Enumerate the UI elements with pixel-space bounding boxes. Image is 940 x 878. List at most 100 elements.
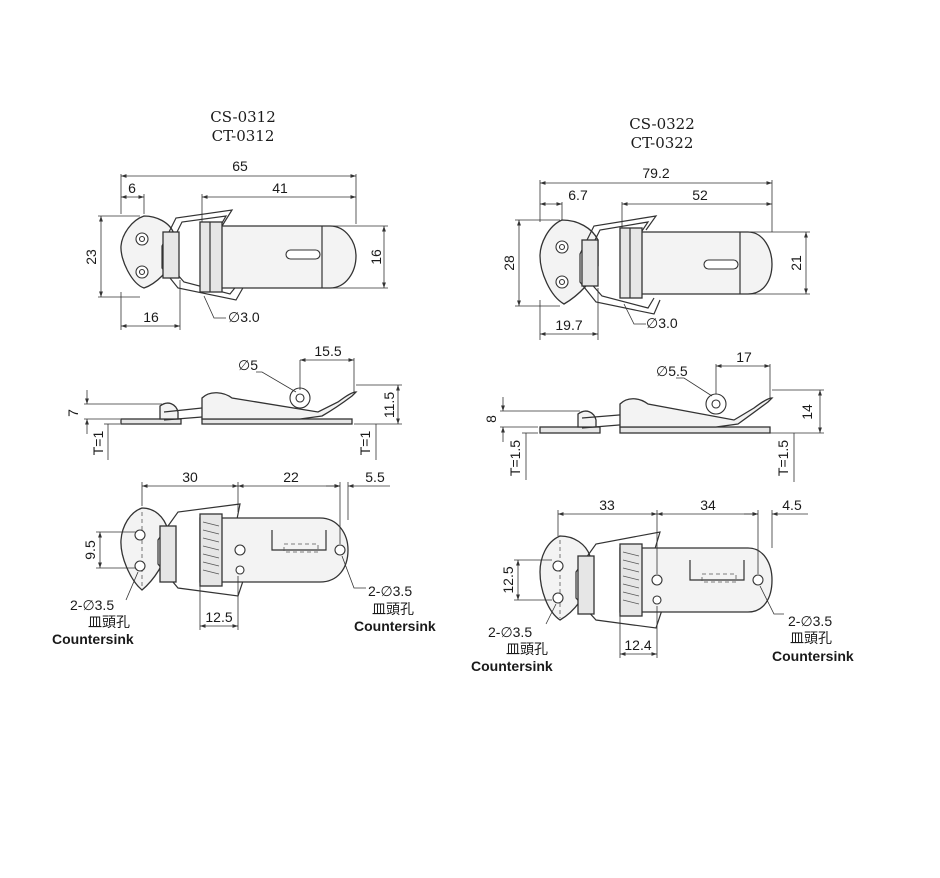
note-left-count: 2-∅3.5 bbox=[70, 597, 114, 613]
wire-loop bbox=[161, 209, 245, 301]
note-left-cn: 皿頭孔 bbox=[88, 614, 130, 630]
staple-hole bbox=[295, 393, 305, 403]
mount-hole-center bbox=[138, 268, 146, 276]
note-right-label: Countersink bbox=[772, 648, 854, 664]
dim-thickness-right: T=1.5 bbox=[775, 440, 791, 476]
dim-plate-offset: 6.7 bbox=[568, 187, 588, 203]
mount-hole bbox=[552, 560, 564, 572]
hasp-side bbox=[619, 397, 774, 428]
dim-plate-offset: 6 bbox=[128, 180, 136, 196]
side-view-left bbox=[120, 387, 358, 425]
dim-hasp-length: 41 bbox=[272, 180, 288, 196]
dim-span-b: 34 bbox=[700, 497, 716, 513]
hinge-knuckle bbox=[199, 221, 223, 293]
hinge-side bbox=[577, 410, 597, 428]
staple-hole bbox=[711, 399, 721, 409]
dim-hasp-width: 16 bbox=[368, 249, 384, 265]
mount-hole-center bbox=[558, 278, 566, 286]
dim-thickness-left: T=1.5 bbox=[507, 440, 523, 476]
top-dims-right: 79.2 6.7 52 28 21 19.7 ∅3.0 bbox=[501, 165, 810, 340]
dim-overall: 79.2 bbox=[642, 165, 669, 181]
dim-plate-width: 16 bbox=[143, 309, 159, 325]
base-plate-side bbox=[120, 418, 182, 425]
countersink-hole bbox=[651, 574, 663, 586]
hasp-plate-side bbox=[201, 418, 353, 425]
base-plate bbox=[120, 215, 175, 289]
latch-cutout bbox=[689, 560, 745, 581]
wire-loop-bottom bbox=[157, 503, 245, 597]
dim-span-a: 30 bbox=[182, 469, 198, 485]
dim-height: 23 bbox=[83, 249, 99, 265]
dim-thickness-left: T=1 bbox=[90, 431, 106, 456]
top-view-left bbox=[120, 209, 357, 301]
side-dims-right: ∅5.5 17 8 T=1.5 14 T=1.5 bbox=[483, 349, 824, 482]
hasp-plate-side bbox=[619, 426, 771, 434]
hinge-block bbox=[162, 231, 180, 279]
hinge-block-bottom bbox=[577, 555, 595, 615]
dim-pin: ∅3.0 bbox=[646, 315, 678, 331]
dim-total-height: 11.5 bbox=[381, 392, 397, 418]
note-right-label: Countersink bbox=[354, 618, 436, 634]
dim-base-height: 7 bbox=[65, 409, 81, 417]
rivet bbox=[652, 595, 662, 605]
dim-height: 28 bbox=[501, 255, 517, 271]
countersink-hole bbox=[234, 544, 246, 556]
countersink-hole bbox=[334, 544, 346, 556]
note-left-cn: 皿頭孔 bbox=[506, 641, 548, 657]
model-left: CS-0312 CT-0312 65 bbox=[52, 108, 436, 647]
model-code-secondary: CT-0322 bbox=[631, 134, 694, 152]
rivet bbox=[235, 565, 245, 575]
dim-hasp-width: 21 bbox=[788, 255, 804, 271]
dim-hinge: 12.5 bbox=[205, 609, 232, 625]
dim-thickness-right: T=1 bbox=[357, 431, 373, 456]
side-dims-left: ∅5 15.5 7 T=1 11.5 T=1 bbox=[65, 343, 402, 460]
dim-pin: ∅3.0 bbox=[228, 309, 260, 325]
mount-hole bbox=[552, 592, 564, 604]
hinge-block bbox=[581, 239, 599, 287]
dim-hole: ∅5.5 bbox=[656, 363, 688, 379]
mount-hole-center bbox=[558, 243, 566, 251]
hinge-block-bottom bbox=[159, 525, 177, 583]
model-code-primary: CS-0322 bbox=[629, 115, 695, 133]
wire-loop-bottom bbox=[575, 531, 663, 629]
bottom-view-left bbox=[120, 503, 349, 597]
dim-overall: 65 bbox=[232, 158, 248, 174]
dim-hasp-length: 52 bbox=[692, 187, 708, 203]
dim-hole-offset: 17 bbox=[736, 349, 752, 365]
hasp-body bbox=[621, 231, 773, 295]
bottom-dims-left: 30 22 5.5 9.5 12.5 2-∅3.5 皿頭孔 Countersin… bbox=[52, 469, 436, 647]
model-right: CS-0322 CT-0322 79.2 6.7 bbox=[471, 115, 854, 674]
base-plate-bottom bbox=[120, 507, 169, 591]
note-left-label: Countersink bbox=[471, 658, 553, 674]
latch-cutout bbox=[271, 530, 327, 551]
note-right-count: 2-∅3.5 bbox=[368, 583, 412, 599]
note-right-count: 2-∅3.5 bbox=[788, 613, 832, 629]
dim-hinge: 12.4 bbox=[624, 637, 651, 653]
note-left-label: Countersink bbox=[52, 631, 134, 647]
bottom-view-right bbox=[539, 531, 773, 629]
hasp-side bbox=[201, 391, 358, 420]
model-code-primary: CS-0312 bbox=[210, 108, 276, 126]
spring-housing bbox=[199, 513, 223, 587]
countersink-hole bbox=[752, 574, 764, 586]
dim-plate-width: 19.7 bbox=[555, 317, 582, 333]
dim-span-b: 22 bbox=[283, 469, 299, 485]
dim-edge: 4.5 bbox=[782, 497, 802, 513]
dim-edge: 5.5 bbox=[365, 469, 385, 485]
spring-housing bbox=[619, 543, 643, 617]
mount-hole-center bbox=[138, 235, 146, 243]
bottom-dims-right: 33 34 4.5 12.5 12.4 2-∅3.5 皿頭孔 Countersi… bbox=[471, 497, 854, 674]
dim-span-a: 33 bbox=[599, 497, 615, 513]
mount-hole bbox=[134, 560, 146, 572]
note-left-count: 2-∅3.5 bbox=[488, 624, 532, 640]
dim-hole-offset: 15.5 bbox=[314, 343, 341, 359]
dim-hole-pitch: 9.5 bbox=[82, 540, 98, 560]
dim-hole-pitch: 12.5 bbox=[500, 566, 516, 593]
hinge-knuckle bbox=[619, 227, 643, 299]
hasp-body bbox=[201, 225, 357, 289]
dim-hole: ∅5 bbox=[238, 357, 258, 373]
top-view-right bbox=[539, 215, 773, 315]
slot bbox=[285, 249, 321, 260]
base-plate-side bbox=[539, 426, 601, 434]
